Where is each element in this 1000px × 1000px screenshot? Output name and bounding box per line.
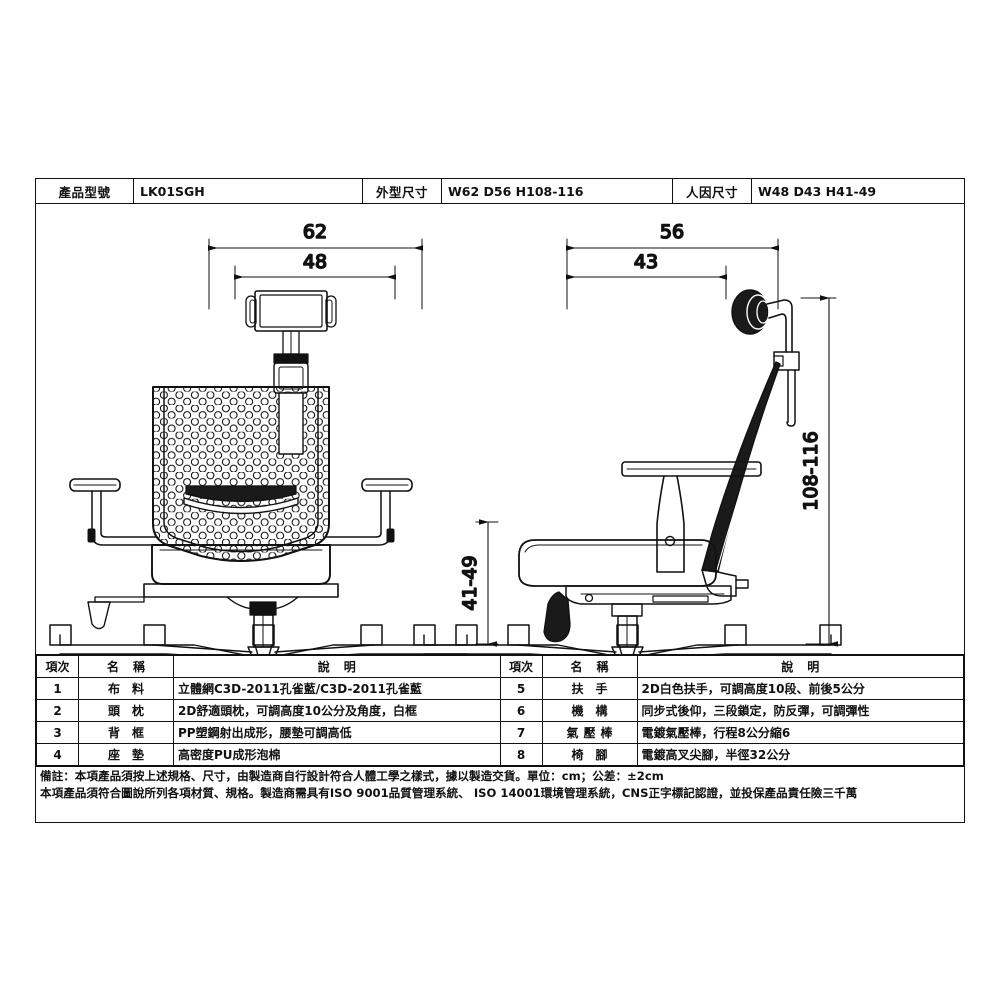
item-description: PP塑鋼射出成形，腰墊可調高低: [173, 721, 501, 744]
footer-note-line-2: 本項產品須符合圖說所列各項材質、規格。製造商需具有ISO 9001品質管理系統、…: [40, 786, 858, 800]
header-name-left: 名稱: [78, 655, 174, 678]
side-overall-depth-text: 56: [660, 221, 684, 243]
item-description: 電鍍高叉尖腳，半徑32公分: [636, 743, 964, 766]
ergonomic-dimensions-label: 人因尺寸: [685, 184, 738, 200]
item-name: 布料: [78, 677, 174, 700]
drawing-frame: 產品型號 LK01SGH 外型尺寸 W62 D56 H108-116 人因尺寸 …: [35, 178, 965, 823]
table-row: 4 座墊 高密度PU成形泡棉 8 椅腳 電鍍高叉尖腳，半徑32公分: [36, 743, 964, 766]
ergonomic-dimensions-value: W48 D43 H41-49: [751, 179, 964, 203]
item-no: 1: [36, 677, 79, 700]
specification-table: 項次 名稱 說明 項次 名稱 說明 1 布料 立體網C3D-2011孔雀藍/C3…: [36, 655, 964, 766]
item-no: 7: [499, 721, 543, 744]
side-overall-height-text: 108-116: [800, 431, 822, 510]
item-no: 6: [499, 699, 543, 722]
header-strip: 產品型號 LK01SGH 外型尺寸 W62 D56 H108-116 人因尺寸 …: [36, 179, 964, 204]
footer-note-line-1: 備註：本項產品須按上述規格、尺寸，由製造商自行設計符合人體工學之樣式，據以製造交…: [40, 769, 664, 783]
item-name: 機構: [541, 699, 638, 722]
table-row: 3 背框 PP塑鋼射出成形，腰墊可調高低 7 氣壓棒 電鍍氣壓棒，行程8公分縮6: [36, 721, 964, 744]
footer-notes: 備註：本項產品須按上述規格、尺寸，由製造商自行設計符合人體工學之樣式，據以製造交…: [36, 766, 964, 803]
chair-technical-drawing: 62 48 41-49: [49, 220, 842, 654]
item-no: 5: [499, 677, 543, 700]
side-inner-depth-text: 43: [634, 251, 658, 273]
model-number-value: LK01SGH: [133, 179, 363, 203]
item-description: 高密度PU成形泡棉: [173, 743, 501, 766]
exterior-dimensions-value: W62 D56 H108-116: [441, 179, 673, 203]
item-name: 頭枕: [78, 699, 174, 722]
model-number-label: 產品型號: [58, 184, 111, 200]
item-description: 2D舒適頭枕，可調高度10公分及角度，白框: [173, 699, 501, 722]
header-item-no-right: 項次: [499, 655, 543, 678]
item-name: 氣壓棒: [541, 721, 638, 744]
front-inner-width-text: 48: [303, 251, 327, 273]
item-description: 同步式後仰，三段鎖定，防反彈，可調彈性: [636, 699, 964, 722]
table-header-row: 項次 名稱 說明 項次 名稱 說明: [36, 655, 964, 678]
front-seat-height-text: 41-49: [459, 555, 481, 610]
item-no: 2: [36, 699, 79, 722]
exterior-dimensions-label: 外型尺寸: [375, 184, 428, 200]
header-name-right: 名稱: [541, 655, 638, 678]
item-description: 立體網C3D-2011孔雀藍/C3D-2011孔雀藍: [173, 677, 501, 700]
header-item-no-left: 項次: [36, 655, 79, 678]
item-description: 電鍍氣壓棒，行程8公分縮6: [636, 721, 964, 744]
header-description-right: 說明: [636, 655, 964, 678]
item-description: 2D白色扶手，可調高度10段、前後5公分: [636, 677, 964, 700]
item-name: 椅腳: [541, 743, 638, 766]
item-no: 3: [36, 721, 79, 744]
table-row: 2 頭枕 2D舒適頭枕，可調高度10公分及角度，白框 6 機構 同步式後仰，三段…: [36, 699, 964, 722]
item-no: 4: [36, 743, 79, 766]
item-no: 8: [499, 743, 543, 766]
drawing-area: 62 48 41-49: [36, 204, 964, 654]
header-description-left: 說明: [173, 655, 501, 678]
item-name: 背框: [78, 721, 174, 744]
front-overall-width-text: 62: [303, 221, 327, 243]
item-name: 座墊: [78, 743, 174, 766]
table-row: 1 布料 立體網C3D-2011孔雀藍/C3D-2011孔雀藍 5 扶手 2D白…: [36, 677, 964, 700]
specification-table-area: 項次 名稱 說明 項次 名稱 說明 1 布料 立體網C3D-2011孔雀藍/C3…: [36, 654, 964, 822]
item-name: 扶手: [541, 677, 638, 700]
